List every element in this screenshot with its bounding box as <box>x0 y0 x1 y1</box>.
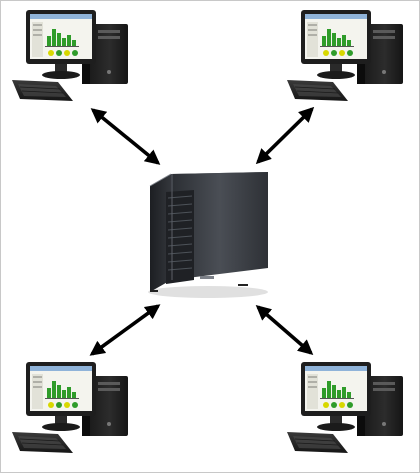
connector-arrow-bottom-left <box>89 304 161 356</box>
connector-arrow-bottom-right <box>255 305 314 355</box>
connector-arrow-top-left <box>90 108 161 165</box>
server-tower-icon <box>148 172 268 298</box>
connector-arrow-top-right <box>255 106 315 165</box>
